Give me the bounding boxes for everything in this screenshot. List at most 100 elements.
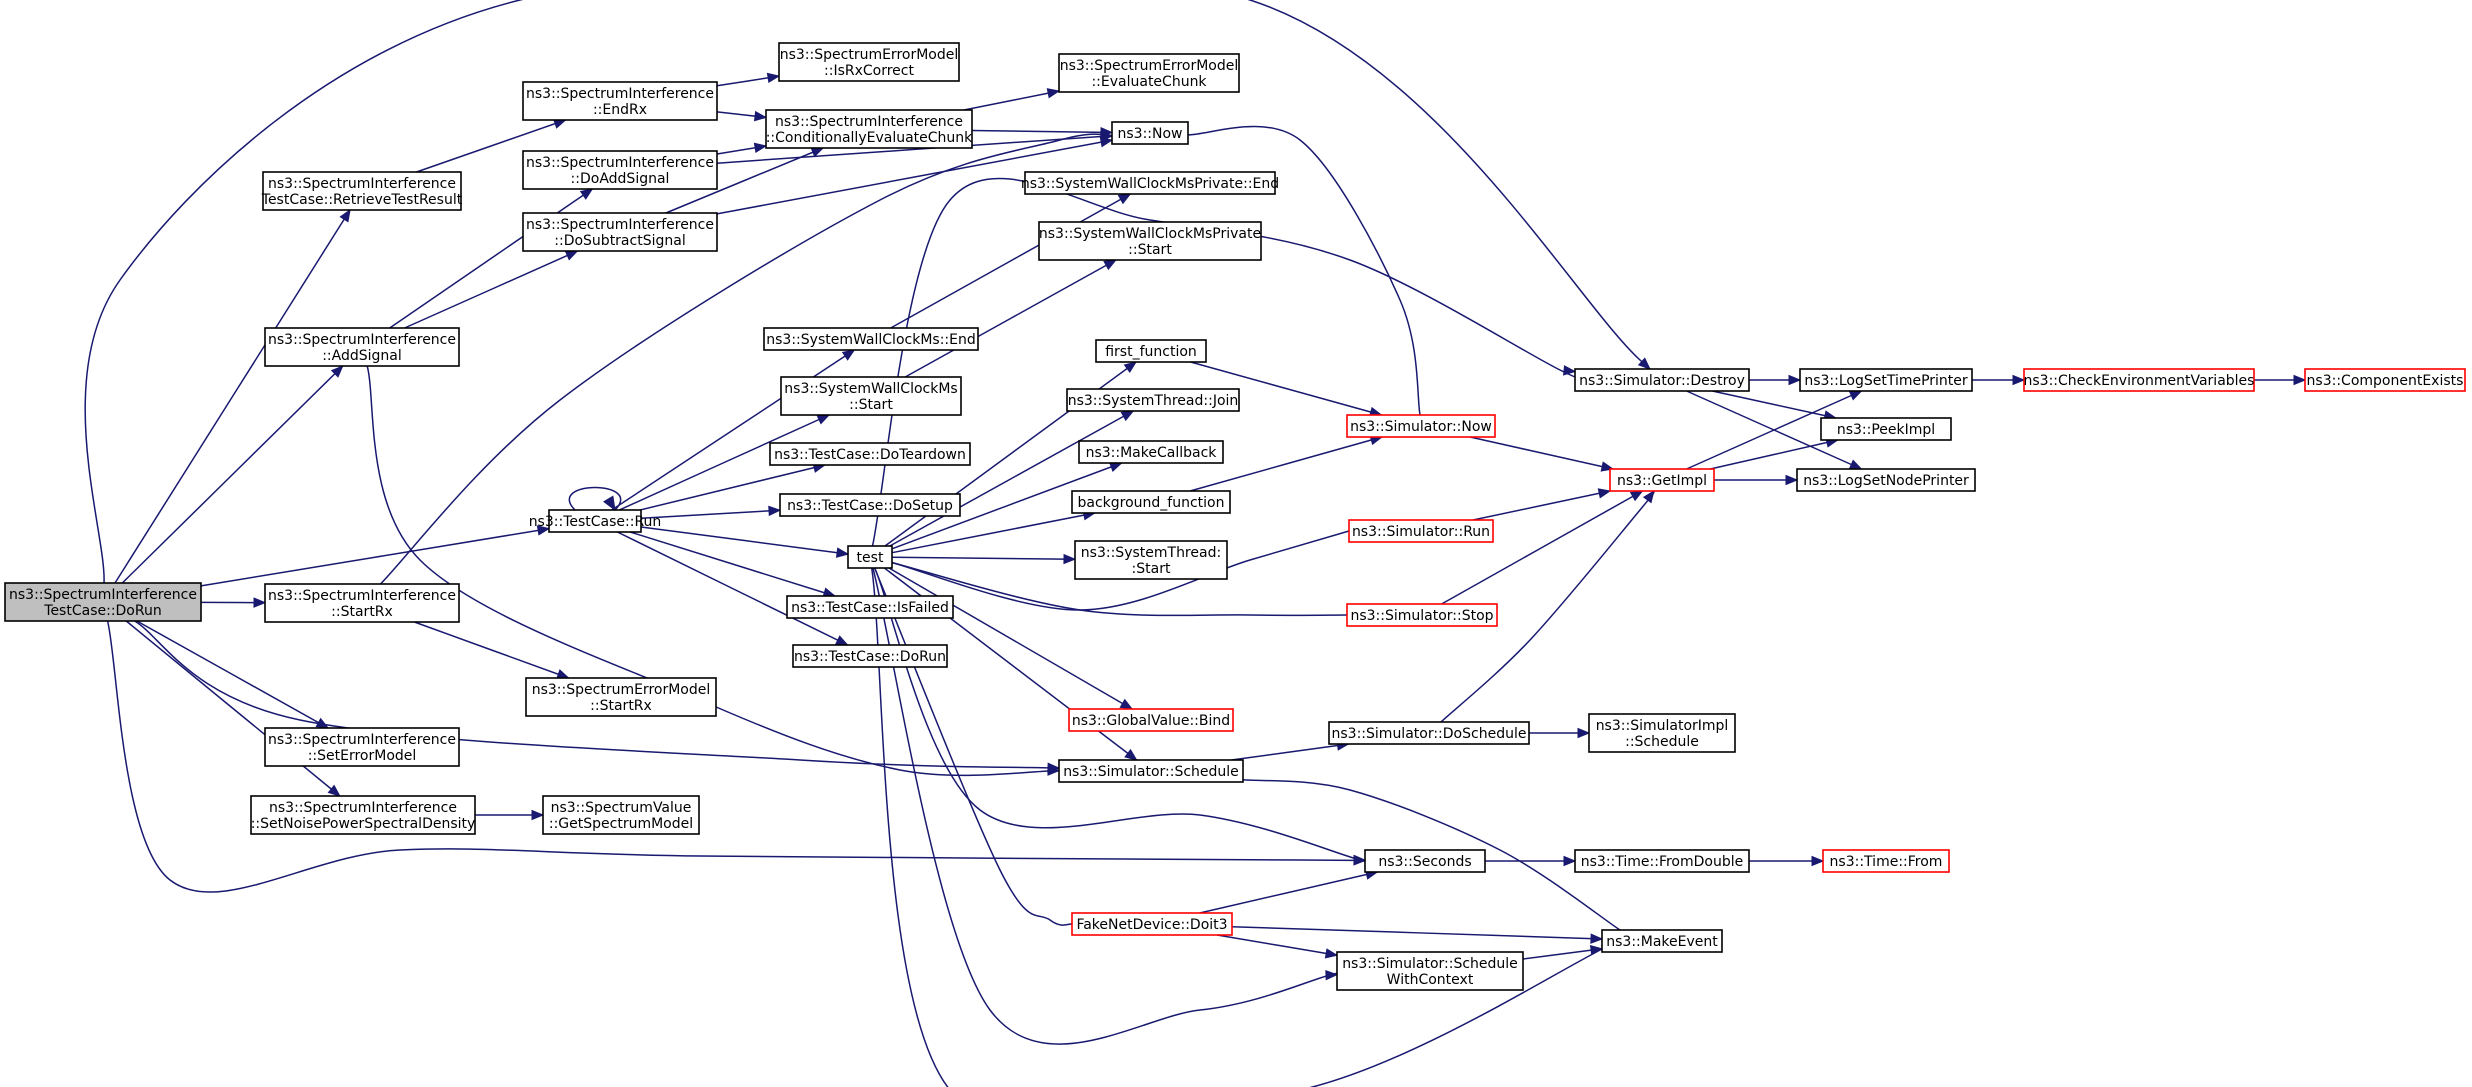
node-threadstart[interactable]: ns3::SystemThread::Start: [1074, 540, 1228, 580]
node-doteardown[interactable]: ns3::TestCase::DoTeardown: [769, 442, 971, 466]
node-implschedule[interactable]: ns3::SimulatorImpl::Schedule: [1588, 713, 1736, 753]
node-label: ns3::Simulator::Schedule: [1063, 764, 1239, 780]
node-label: WithContext: [1387, 972, 1474, 988]
edge-endrx-to-isrxcorrect: [716, 72, 781, 87]
node-box: [1095, 339, 1207, 363]
arrowhead: [253, 597, 267, 608]
node-checkenv[interactable]: ns3::CheckEnvironmentVariables: [2023, 368, 2255, 392]
arrowhead: [1063, 553, 1077, 565]
node-getspectrum[interactable]: ns3::SpectrumValue::GetSpectrumModel: [542, 795, 700, 835]
node-testcaserun[interactable]: ns3::TestCase::Run: [529, 509, 662, 533]
node-evalchunk[interactable]: ns3::SpectrumErrorModel::EvaluateChunk: [1058, 53, 1240, 93]
node-peekimpl[interactable]: ns3::PeekImpl: [1820, 417, 1952, 441]
edge-line: [416, 119, 566, 173]
node-label: ::EvaluateChunk: [1091, 74, 1207, 90]
node-swcm_end[interactable]: ns3::SystemWallClockMs::End: [763, 327, 979, 351]
node-label: ns3::TestCase::DoRun: [794, 649, 946, 665]
node-box: [264, 327, 460, 367]
arrowhead: [1577, 727, 1591, 739]
node-endrx[interactable]: ns3::SpectrumInterference::EndRx: [522, 81, 718, 121]
node-logsettime[interactable]: ns3::LogSetTimePrinter: [1799, 368, 1973, 392]
node-first_function[interactable]: first_function: [1095, 339, 1207, 363]
edge-line: [1216, 934, 1338, 957]
node-makeevent[interactable]: ns3::MakeEvent: [1601, 929, 1723, 953]
node-simstop[interactable]: ns3::Simulator::Stop: [1346, 603, 1498, 627]
edge-line: [121, 365, 344, 584]
edge-line: [971, 129, 1113, 134]
node-box: [779, 493, 961, 517]
arrowhead: [1848, 390, 1863, 401]
node-startrx_em[interactable]: ns3::SpectrumErrorModel::StartRx: [525, 677, 717, 717]
arrowhead: [766, 72, 781, 84]
node-schedule[interactable]: ns3::Simulator::Schedule: [1058, 759, 1244, 783]
node-test[interactable]: test: [847, 545, 893, 569]
edge-swcm_end-to-swcmp_end: [890, 193, 1132, 329]
edge-line: [1441, 490, 1643, 605]
edge-testcaserun-to-dosetup: [640, 505, 782, 520]
node-threadjoin[interactable]: ns3::SystemThread::Join: [1066, 388, 1240, 412]
node-logsetnode[interactable]: ns3::LogSetNodePrinter: [1796, 468, 1976, 492]
node-retrieve[interactable]: ns3::SpectrumInterferenceTestCase::Retri…: [261, 171, 463, 211]
arrowhead: [768, 505, 782, 517]
node-box: [1346, 414, 1496, 438]
edge-addsignal-to-doaddsignal: [389, 188, 594, 329]
edge-line: [890, 193, 1131, 329]
node-doaddsignal[interactable]: ns3::SpectrumInterference::DoAddSignal: [522, 150, 718, 190]
node-swcm_start[interactable]: ns3::SystemWallClockMs::Start: [780, 376, 962, 416]
arrowhead: [1590, 933, 1604, 944]
node-swcmp_end[interactable]: ns3::SystemWallClockMsPrivate::End: [1021, 171, 1279, 195]
node-box: [1071, 490, 1231, 514]
node-box: [1346, 603, 1498, 627]
node-swcmp_start[interactable]: ns3::SystemWallClockMsPrivate::Start: [1038, 221, 1262, 261]
arrowhead: [603, 495, 616, 512]
node-label: ns3::CheckEnvironmentVariables: [2024, 373, 2255, 389]
node-seterrormodel[interactable]: ns3::SpectrumInterference::SetErrorModel: [264, 727, 460, 767]
edge-line: [891, 462, 1122, 550]
node-startrx_si[interactable]: ns3::SpectrumInterference::StartRx: [264, 583, 460, 623]
node-condeval[interactable]: ns3::SpectrumInterference::Conditionally…: [765, 109, 973, 149]
node-destroy[interactable]: ns3::Simulator::Destroy: [1574, 368, 1750, 392]
node-box: [792, 644, 948, 668]
node-label: ns3::SpectrumErrorModel: [780, 47, 959, 63]
node-gvbind[interactable]: ns3::GlobalValue::Bind: [1068, 708, 1234, 732]
node-now[interactable]: ns3::Now: [1111, 121, 1189, 145]
node-addsignal[interactable]: ns3::SpectrumInterference::AddSignal: [264, 327, 460, 367]
node-box: [847, 545, 893, 569]
node-label: ns3::LogSetTimePrinter: [1804, 373, 1968, 389]
edge-testcaserun-to-swcm_end: [611, 349, 856, 511]
node-compexists[interactable]: ns3::ComponentExists: [2304, 368, 2466, 392]
arrowhead: [579, 188, 594, 200]
node-getimpl[interactable]: ns3::GetImpl: [1609, 468, 1715, 492]
node-fromdouble[interactable]: ns3::Time::FromDouble: [1574, 849, 1750, 873]
node-setnoise[interactable]: ns3::SpectrumInterference::SetNoisePower…: [250, 795, 476, 835]
node-dorun[interactable]: ns3::TestCase::DoRun: [792, 644, 948, 668]
node-box: [1574, 368, 1750, 392]
node-simrun[interactable]: ns3::Simulator::Run: [1348, 519, 1494, 543]
node-simnow[interactable]: ns3::Simulator::Now: [1346, 414, 1496, 438]
node-label: ::AddSignal: [322, 348, 402, 364]
arrowhead: [1100, 127, 1114, 138]
node-dosetup[interactable]: ns3::TestCase::DoSetup: [779, 493, 961, 517]
edge-test-to-schedctx: [872, 567, 1343, 1045]
edge-doit3-to-schedctx: [1216, 934, 1339, 959]
node-box: [765, 109, 973, 149]
node-doschedule[interactable]: ns3::Simulator::DoSchedule: [1328, 721, 1530, 745]
node-background[interactable]: background_function: [1071, 490, 1231, 514]
node-dosubtract[interactable]: ns3::SpectrumInterference::DoSubtractSig…: [522, 212, 718, 252]
node-seconds[interactable]: ns3::Seconds: [1364, 849, 1486, 873]
edge-test-to-makecallback: [891, 462, 1123, 550]
edge-line: [639, 464, 826, 511]
node-isrxcorrect[interactable]: ns3::SpectrumErrorModel::IsRxCorrect: [778, 42, 960, 82]
edge-line: [84, 0, 1673, 584]
node-isfailed[interactable]: ns3::TestCase::IsFailed: [786, 595, 954, 619]
node-doit3[interactable]: FakeNetDevice::Doit3: [1071, 912, 1233, 936]
edge-doschedule-to-implschedule: [1528, 727, 1591, 739]
node-box: [1609, 468, 1715, 492]
node-timefrom[interactable]: ns3::Time::From: [1822, 849, 1950, 873]
arrowhead: [1642, 489, 1655, 504]
node-makecallback[interactable]: ns3::MakeCallback: [1078, 440, 1224, 464]
node-box: [1111, 121, 1189, 145]
